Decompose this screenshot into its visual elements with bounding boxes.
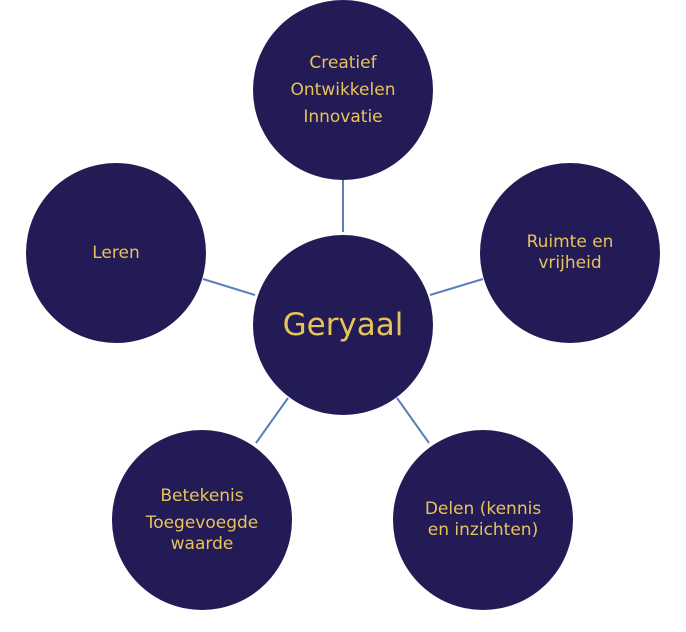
node-top-line-3: Innovatie — [303, 106, 383, 127]
node-top-line-1: Creatief — [309, 52, 377, 73]
node-bottom-left-line-3: waarde — [170, 533, 234, 554]
connector-bottom-right — [396, 397, 430, 444]
node-bottom-left-line-1: Betekenis — [160, 485, 244, 506]
connector-bottom-left — [255, 397, 289, 444]
node-bottom-right-line-1: Delen (kennis — [424, 499, 542, 519]
node-top-line-2: Ontwikkelen — [290, 79, 396, 100]
node-bottom-right: Delen (kennis en inzichten) — [393, 430, 573, 610]
node-right-line-1: Ruimte en — [526, 232, 614, 252]
center-node: Geryaal — [253, 235, 433, 415]
node-bottom-left: Betekenis Toegevoegde waarde — [112, 430, 292, 610]
connector-right — [429, 278, 484, 296]
node-bottom-left-line-2: Toegevoegde — [145, 512, 259, 533]
node-left: Leren — [26, 163, 206, 343]
connector-left — [202, 278, 256, 296]
node-bottom-right-line-2: en inzichten) — [427, 520, 539, 540]
node-right: Ruimte en vrijheid — [480, 163, 660, 343]
node-top: Creatief Ontwikkelen Innovatie — [253, 0, 433, 180]
node-left-line-1: Leren — [92, 242, 140, 263]
center-node-label: Geryaal — [282, 307, 404, 343]
node-right-line-2: vrijheid — [538, 253, 602, 273]
